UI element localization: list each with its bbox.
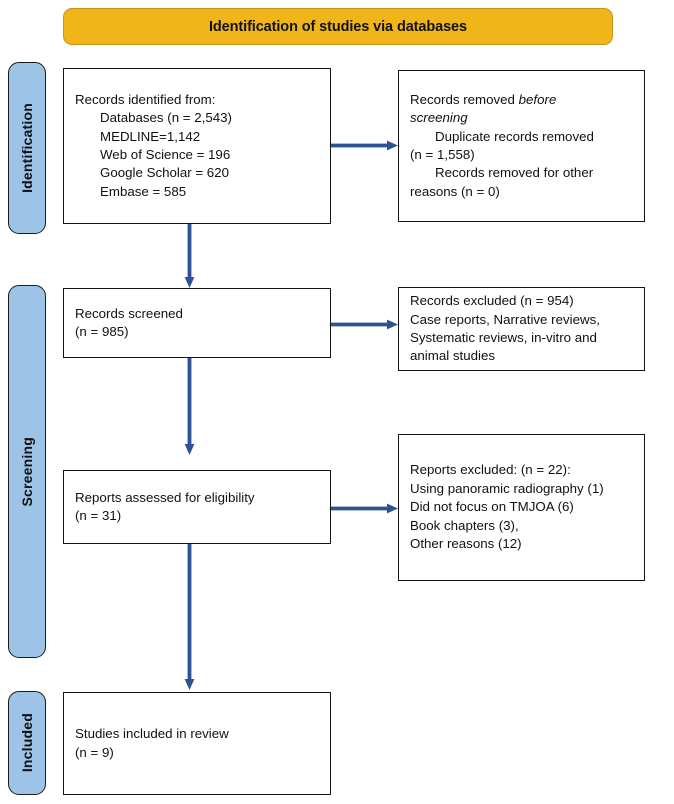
reports-excluded-line-3: Did not focus on TMJOA (6): [410, 499, 574, 515]
arrow-eligibility-to-included: [184, 544, 195, 690]
reports-excluded-line-5: Other reasons (12): [410, 536, 522, 552]
arrow-screened-to-eligibility: [184, 358, 195, 455]
arrow-eligibility-to-excluded: [331, 503, 398, 514]
records-excluded-line-1: Records excluded (n = 954): [410, 293, 574, 309]
stage-tab-screening: Screening: [8, 285, 46, 658]
reports-assessed-line-1: Reports assessed for eligibility: [75, 489, 255, 505]
box-reports-excluded: Reports excluded: (n = 22): Using panora…: [398, 434, 645, 581]
arrow-screened-to-excluded: [331, 319, 398, 330]
stage-tab-included: Included: [8, 691, 46, 795]
records-identified-line-1: Records identified from:: [75, 91, 216, 107]
box-records-identified: Records identified from: Databases (n = …: [63, 68, 331, 224]
records-screened-line-1: Records screened: [75, 305, 183, 321]
records-identified-line-4: Web of Science = 196: [100, 147, 231, 162]
box-records-removed: Records removed before screening Duplica…: [398, 70, 645, 222]
reports-excluded-line-1: Reports excluded: (n = 22):: [410, 462, 571, 478]
arrow-identified-to-screened: [184, 224, 195, 288]
reports-assessed-line-2: (n = 31): [75, 508, 122, 523]
records-removed-line-6: reasons (n = 0): [410, 183, 500, 199]
box-records-screened: Records screened (n = 985): [63, 288, 331, 358]
records-screened-line-2: (n = 985): [75, 324, 129, 339]
reports-excluded-line-4: Book chapters (3),: [410, 517, 519, 533]
records-removed-line-1: Records removed before: [410, 91, 557, 107]
records-excluded-line-4: animal studies: [410, 348, 495, 364]
stage-tab-screening-label: Screening: [19, 436, 35, 507]
banner-title: Identification of studies via databases: [209, 18, 467, 35]
records-excluded-line-2: Case reports, Narrative reviews,: [410, 311, 600, 327]
banner-identification-via-databases: Identification of studies via databases: [63, 8, 613, 45]
records-identified-line-5: Google Scholar = 620: [100, 165, 229, 181]
records-identified-line-3: MEDLINE=1,142: [100, 128, 201, 144]
studies-included-line-2: (n = 9): [75, 744, 114, 760]
stage-tab-identification: Identification: [8, 62, 46, 234]
stage-tab-identification-label: Identification: [19, 103, 35, 193]
records-removed-line-2: screening: [410, 110, 468, 126]
records-identified-line-2: Databases (n = 2,543): [100, 110, 232, 126]
reports-excluded-line-2: Using panoramic radiography (1): [410, 480, 604, 496]
records-removed-line-5: Records removed for other: [435, 165, 594, 181]
box-reports-assessed: Reports assessed for eligibility (n = 31…: [63, 470, 331, 544]
records-removed-line-4: (n = 1,558): [410, 147, 475, 162]
records-removed-line-3: Duplicate records removed: [435, 128, 594, 144]
box-records-excluded: Records excluded (n = 954) Case reports,…: [398, 287, 645, 371]
box-studies-included: Studies included in review (n = 9): [63, 692, 331, 795]
arrow-identified-to-removed: [331, 140, 398, 151]
stage-tab-included-label: Included: [19, 713, 35, 773]
records-identified-line-6: Embase = 585: [100, 183, 187, 199]
studies-included-line-1: Studies included in review: [75, 726, 229, 742]
records-excluded-line-3: Systematic reviews, in-vitro and: [410, 330, 597, 345]
